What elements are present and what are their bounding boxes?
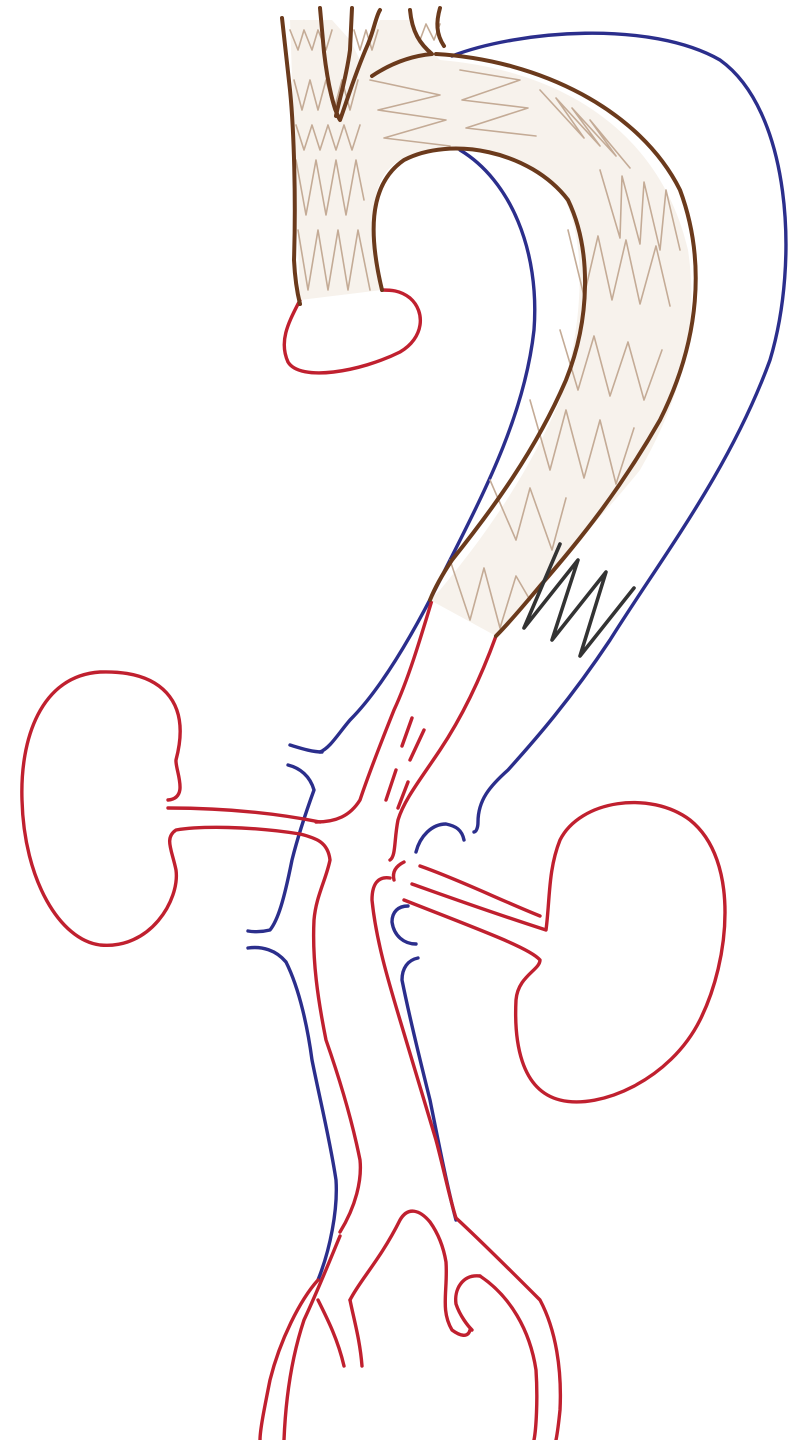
stent-graft — [282, 8, 696, 656]
lumen-slit-3 — [386, 770, 396, 800]
stent-graft-fill — [290, 20, 691, 636]
aortic-root — [284, 290, 420, 373]
outer-wall-right-lower — [402, 958, 456, 1220]
lumen-slit-1 — [402, 718, 412, 746]
outer-wall-left-stub-lower — [248, 765, 314, 932]
right-external-iliac — [480, 1276, 537, 1440]
outer-wall-left-stub-upper — [290, 745, 322, 752]
outer-wall-right-stub-1 — [416, 824, 464, 852]
graft-right-branch — [437, 8, 444, 46]
right-kidney — [404, 803, 725, 1102]
left-iliac-inner — [284, 1236, 340, 1440]
left-kidney — [22, 672, 300, 945]
right-lumen-center-left — [372, 878, 456, 1218]
lumen-right-wall — [390, 636, 496, 860]
left-common-iliac — [260, 1280, 318, 1440]
outer-wall-left-lower — [248, 948, 336, 1280]
right-lumen-center-top — [393, 862, 404, 880]
iliac-crotch-left — [350, 1211, 470, 1335]
left-internal-iliac — [318, 1300, 344, 1366]
left-internal-iliac-2 — [350, 1300, 362, 1366]
outer-wall-right-stub-2 — [392, 906, 416, 944]
right-internal-iliac — [456, 1276, 480, 1330]
left-renal-vessel — [168, 808, 320, 822]
lumen-slit-2 — [410, 730, 424, 760]
